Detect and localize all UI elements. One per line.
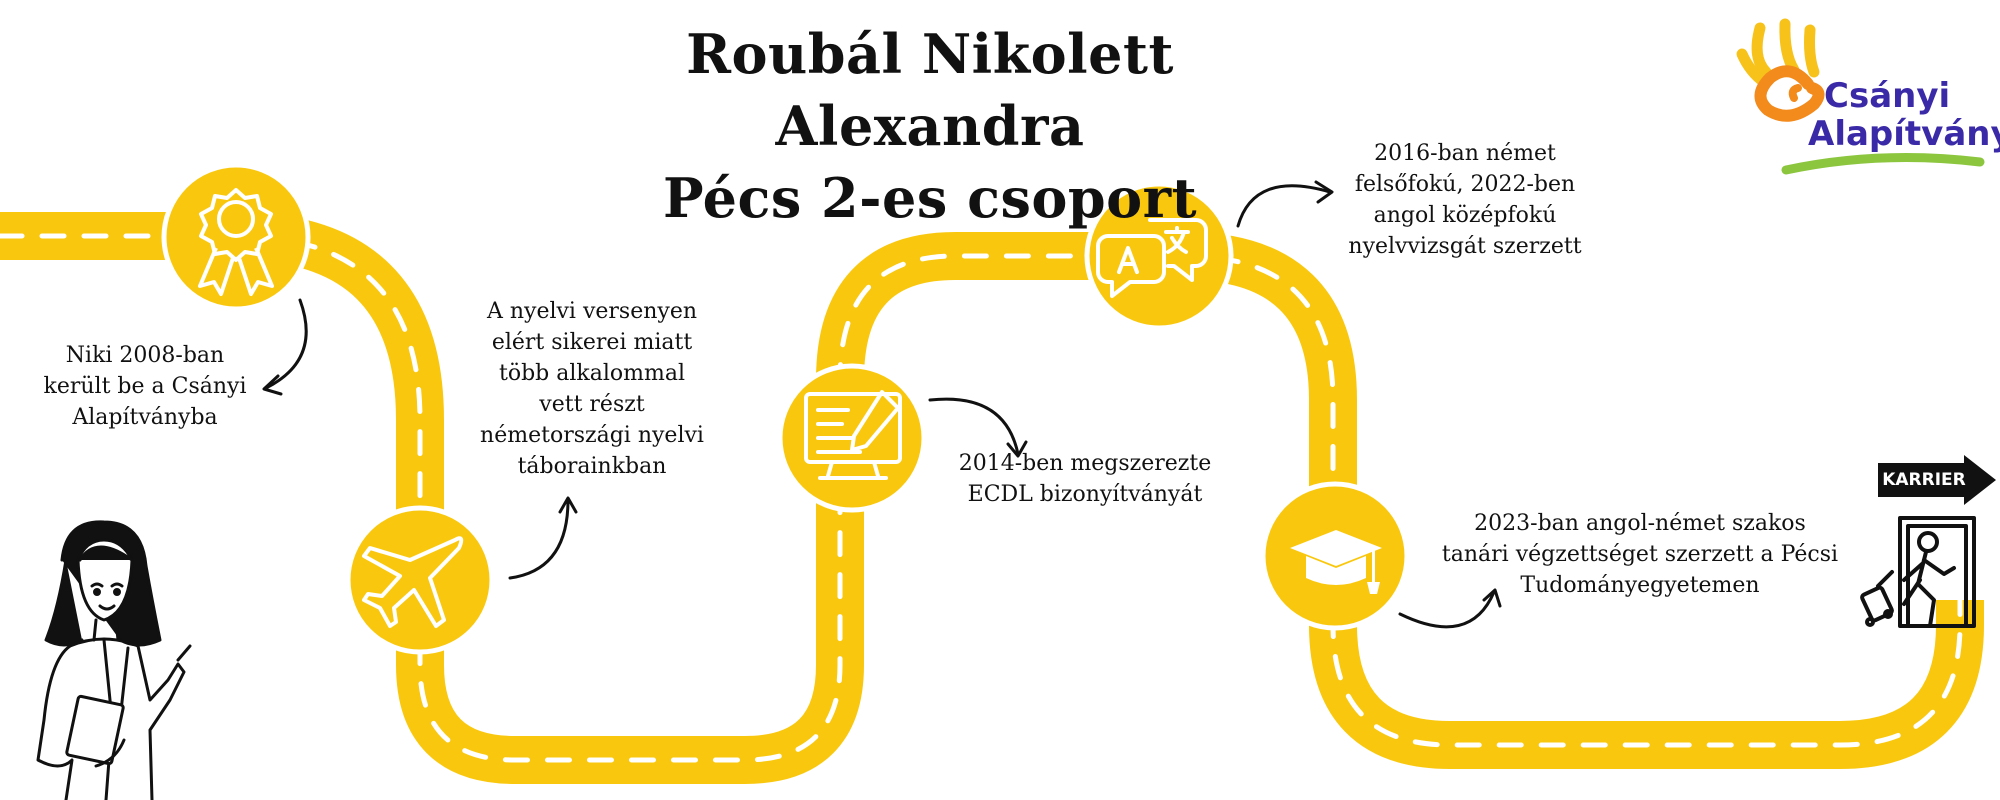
caption-line: nyelvvizsgát szerzett (1348, 234, 1582, 259)
translate-chat-icon (1096, 218, 1208, 298)
milestone-4-languages (1084, 181, 1234, 331)
caption-line: angol középfokú (1373, 203, 1557, 228)
career-sign: KARRIER (1878, 455, 1996, 505)
computer-certificate-icon (804, 390, 902, 480)
arrow-3 (928, 397, 1020, 456)
milestone-1-caption: Niki 2008-ban került be a Csányi Alapítv… (20, 340, 270, 433)
page-title: Roubál Nikolett Alexandra Pécs 2-es csop… (540, 18, 1320, 234)
road (0, 212, 1984, 784)
milestone-1-award (161, 162, 311, 312)
caption-line: Niki 2008-ban (65, 343, 225, 368)
airplane-icon (362, 536, 464, 628)
caption-line: több alkalommal (498, 361, 685, 386)
woman-with-book-illustration (36, 520, 192, 800)
arrow-4 (1236, 184, 1332, 228)
career-label: KARRIER (1882, 470, 1966, 490)
caption-line: táborainkban (517, 454, 667, 479)
caption-line: 2023-ban angol-német szakos (1474, 511, 1806, 536)
milestone-2-airplane (345, 505, 495, 655)
award-ribbon-icon (198, 188, 274, 296)
caption-line: A nyelvi versenyen (486, 299, 698, 324)
arrow-right-icon (1878, 455, 1996, 505)
milestone-3-caption: 2014-ben megszerezte ECDL bizonyítványát (940, 448, 1230, 510)
caption-line: németországi nyelvi (480, 423, 704, 448)
caption-line: vett részt (539, 392, 645, 417)
caption-line: elért sikerei miatt (491, 330, 693, 355)
caption-line: tanári végzettséget szerzett a Pécsi (1441, 542, 1839, 567)
caption-line: került be a Csányi (43, 374, 247, 399)
milestone-2-caption: A nyelvi versenyen elért sikerei miatt t… (462, 296, 722, 482)
exit-door-traveler-icon (1860, 516, 1976, 628)
milestone-3-computer (777, 363, 927, 513)
arrow-5 (1398, 590, 1496, 629)
logo-mark (1736, 18, 1985, 175)
caption-line: 2016-ban német (1374, 141, 1556, 166)
milestone-4-caption: 2016-ban német felsőfokú, 2022-ben angol… (1330, 138, 1600, 262)
page-title-group: Pécs 2-es csoport (662, 166, 1198, 230)
arrow-2 (508, 498, 570, 580)
caption-line: Alapítványba (72, 405, 218, 430)
caption-line: 2014-ben megszerezte (958, 451, 1212, 476)
logo-text-line2: Alapítvány (1808, 114, 2000, 154)
caption-line: felsőfokú, 2022-ben (1354, 172, 1576, 197)
caption-line: ECDL bizonyítványát (967, 482, 1203, 507)
page-title-name: Roubál Nikolett Alexandra (686, 22, 1174, 158)
arrow-1 (264, 298, 308, 390)
logo-text-line1: Csányi (1824, 76, 1951, 116)
milestone-5-caption: 2023-ban angol-német szakos tanári végze… (1420, 508, 1860, 601)
graduation-cap-icon (1290, 530, 1382, 594)
caption-line: Tudományegyetemen (1520, 573, 1760, 598)
milestone-5-graduation (1260, 481, 1410, 631)
connector-arrows (262, 180, 1502, 629)
